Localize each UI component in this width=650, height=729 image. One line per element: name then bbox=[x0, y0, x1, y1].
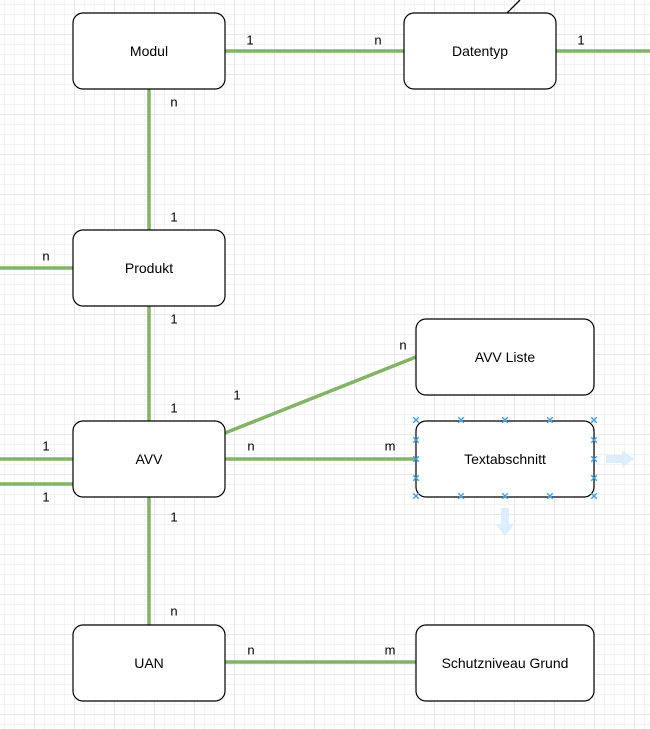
connect-arrow-right-icon[interactable] bbox=[606, 450, 634, 468]
card-avv-avvliste-from: 1 bbox=[233, 388, 240, 403]
cardinality-labels: 1 n 1 n 1 n 1 1 1 n n m 1 1 1 n n m bbox=[42, 33, 584, 658]
node-avv-box[interactable] bbox=[72, 420, 226, 498]
selection-handle-icon[interactable] bbox=[412, 455, 420, 463]
card-avv-textabschnitt-to: m bbox=[385, 439, 396, 454]
node-uan-label: UAN bbox=[134, 655, 164, 671]
card-datentyp-offscreen-from: 1 bbox=[577, 33, 584, 48]
card-modul-datentyp-to: n bbox=[374, 33, 381, 48]
card-modul-produkt-to: 1 bbox=[170, 210, 177, 225]
card-modul-datentyp-from: 1 bbox=[246, 33, 253, 48]
node-avv-liste-box[interactable] bbox=[415, 318, 595, 396]
node-produkt-label: Produkt bbox=[125, 260, 173, 276]
selection-handle-icon[interactable] bbox=[412, 416, 420, 424]
card-avv-uan-to: n bbox=[170, 604, 177, 619]
card-uan-schutzniveau-from: n bbox=[247, 643, 254, 658]
card-uan-schutzniveau-to: m bbox=[385, 643, 396, 658]
node-produkt[interactable]: Produkt bbox=[72, 229, 226, 307]
selection-handle-icon[interactable] bbox=[501, 492, 509, 500]
card-avv-textabschnitt-from: n bbox=[247, 439, 254, 454]
selection-handle-icon[interactable] bbox=[590, 492, 598, 500]
node-datentyp-box[interactable] bbox=[403, 12, 557, 90]
node-modul-label: Modul bbox=[130, 43, 168, 59]
selection-handle-icon[interactable] bbox=[501, 416, 509, 424]
connect-arrow-down-icon[interactable] bbox=[496, 508, 514, 536]
node-schutzniveau-grund[interactable]: Schutzniveau Grund bbox=[415, 624, 595, 702]
edge-datentyp-top[interactable] bbox=[506, 0, 521, 14]
edge-avv-avvliste[interactable] bbox=[224, 355, 417, 435]
node-avv-liste[interactable]: AVV Liste bbox=[415, 318, 595, 396]
selection-handle-icon[interactable] bbox=[412, 492, 420, 500]
card-produkt-avv-to: 1 bbox=[170, 401, 177, 416]
card-offscreen-produkt-to: n bbox=[42, 249, 49, 264]
card-offscreen-avv-1: 1 bbox=[42, 439, 49, 454]
node-uan-box[interactable] bbox=[72, 624, 226, 702]
card-modul-produkt-from: n bbox=[170, 95, 177, 110]
node-datentyp-label: Datentyp bbox=[452, 43, 508, 59]
selection-handle-icon[interactable] bbox=[412, 474, 420, 482]
selection-handle-icon[interactable] bbox=[590, 416, 598, 424]
selection-handle-icon[interactable] bbox=[457, 416, 465, 424]
node-textabschnitt-label: Textabschnitt bbox=[464, 451, 546, 467]
node-avv-label: AVV bbox=[136, 451, 164, 467]
node-schutzniveau-grund-label: Schutzniveau Grund bbox=[442, 655, 569, 671]
card-offscreen-avv-2: 1 bbox=[42, 490, 49, 505]
node-avv-liste-label: AVV Liste bbox=[475, 349, 536, 365]
node-produkt-box[interactable] bbox=[72, 229, 226, 307]
node-uan[interactable]: UAN bbox=[72, 624, 226, 702]
node-avv[interactable]: AVV bbox=[72, 420, 226, 498]
node-textabschnitt[interactable]: Textabschnitt bbox=[415, 420, 595, 498]
edges bbox=[0, 0, 650, 664]
connect-arrows[interactable] bbox=[496, 450, 634, 536]
card-produkt-avv-from: 1 bbox=[170, 312, 177, 327]
selection-handles[interactable] bbox=[412, 416, 598, 500]
node-schutzniveau-grund-box[interactable] bbox=[415, 624, 595, 702]
selection-handle-icon[interactable] bbox=[412, 436, 420, 444]
node-datentyp[interactable]: Datentyp bbox=[403, 12, 557, 90]
selection-handle-icon[interactable] bbox=[590, 474, 598, 482]
selection-handle-icon[interactable] bbox=[590, 455, 598, 463]
selection-handle-icon[interactable] bbox=[546, 492, 554, 500]
node-modul[interactable]: Modul bbox=[72, 12, 226, 90]
selection-handle-icon[interactable] bbox=[457, 492, 465, 500]
card-avv-avvliste-to: n bbox=[399, 338, 406, 353]
node-modul-box[interactable] bbox=[72, 12, 226, 90]
card-avv-uan-from: 1 bbox=[170, 510, 177, 525]
selection-handle-icon[interactable] bbox=[590, 436, 598, 444]
selection-handle-icon[interactable] bbox=[546, 416, 554, 424]
